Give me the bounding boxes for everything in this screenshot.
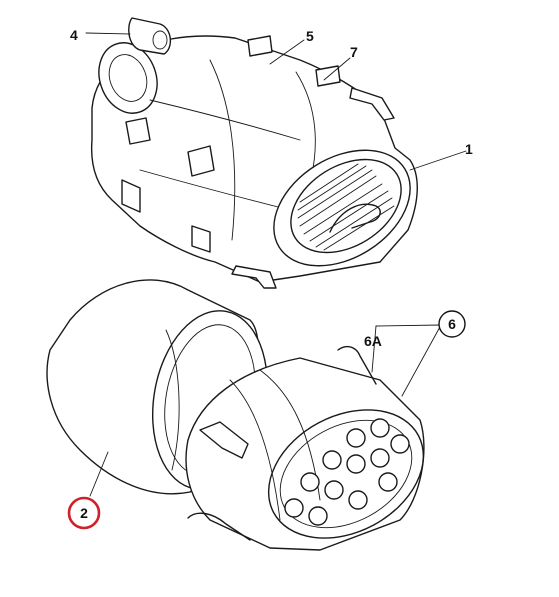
cyclone-tubes [284,418,410,526]
callout-6a: 6A [364,333,382,349]
callout-5: 5 [306,28,314,44]
leader-lines [85,32,467,497]
callout-6: 6 [448,316,456,332]
grille-slats [297,163,395,251]
callout-2-highlight-circle [67,496,101,530]
callout-1: 1 [465,141,473,157]
callout-7: 7 [350,44,358,60]
assembled-housing [90,17,418,289]
cyclone-housing [185,345,425,551]
callout-2: 2 [80,505,88,521]
callout-6-circle [438,310,466,338]
callout-4: 4 [70,27,78,43]
